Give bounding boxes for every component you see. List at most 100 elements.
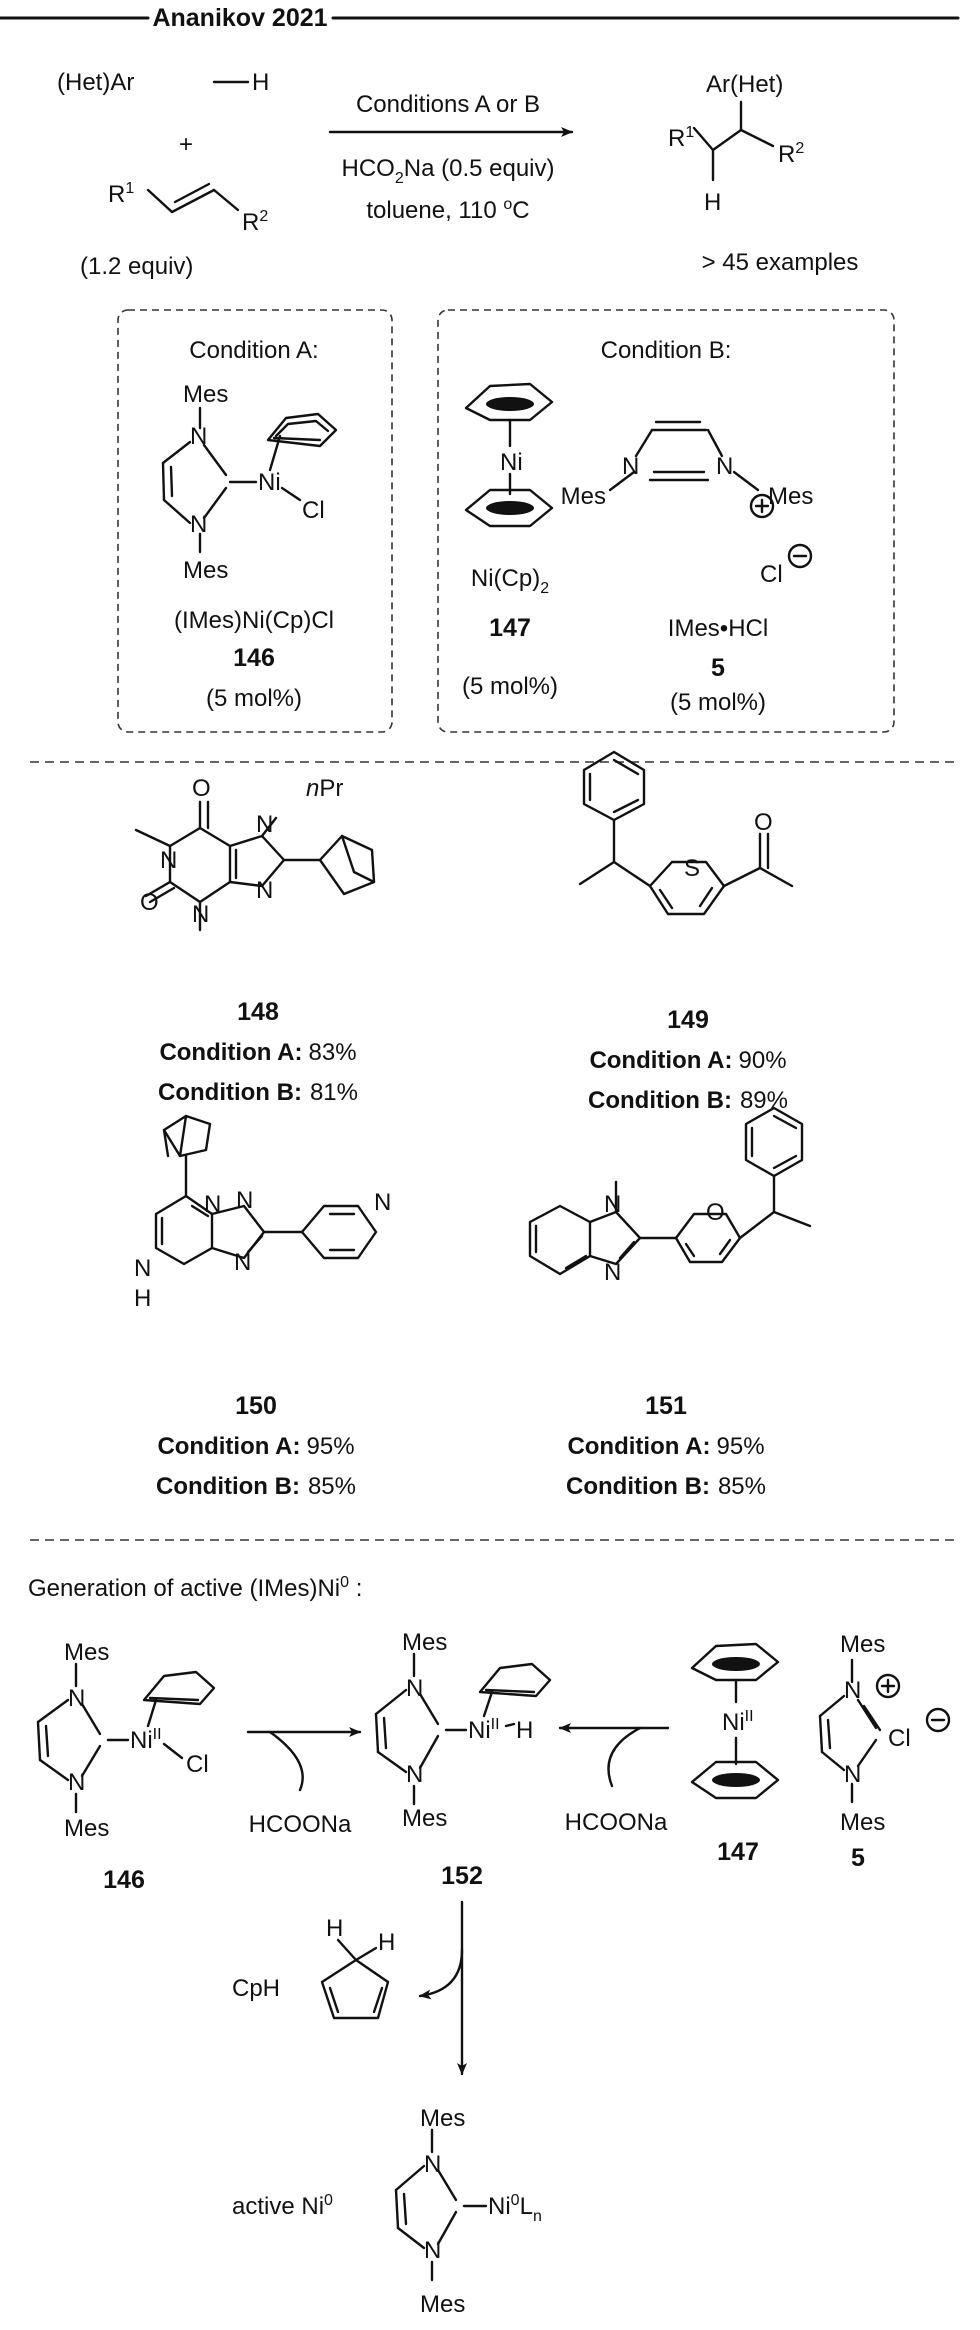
imes-ni-cp-cl-structure bbox=[161, 406, 338, 554]
p151-cond-a: Condition A:95% bbox=[567, 1433, 764, 1460]
mech-152-structure bbox=[374, 1652, 552, 1806]
product-148-structure bbox=[134, 800, 376, 932]
alkene-structure bbox=[146, 182, 240, 214]
nickelocene-structure bbox=[464, 382, 554, 528]
product-151-structure bbox=[528, 1106, 812, 1276]
cph-h-left: H bbox=[326, 1915, 343, 1942]
cph-structure bbox=[320, 1938, 390, 2020]
p151-o: O bbox=[706, 1199, 725, 1226]
p148-cond-b: Condition B:81% bbox=[158, 1079, 358, 1106]
mech-146-ni: NiII bbox=[130, 1726, 162, 1754]
cond-b-salt-name: IMes•HCl bbox=[668, 615, 768, 642]
mech-152-n-top: N bbox=[406, 1675, 423, 1702]
alkene-equiv: (1.2 equiv) bbox=[80, 253, 193, 280]
p148-npr: nPr bbox=[306, 775, 343, 802]
cond-a-ni: Ni bbox=[258, 469, 281, 496]
p149-s: S bbox=[684, 855, 700, 882]
cond-b-mes-right: Mes bbox=[768, 483, 813, 510]
mech-5-cl: Cl bbox=[888, 1725, 911, 1752]
active-ni0-mes-bottom: Mes bbox=[420, 2291, 465, 2318]
cond-a-n-top: N bbox=[190, 423, 207, 450]
p150-cond-a: Condition A:95% bbox=[157, 1433, 354, 1460]
mech-146-mes-bottom: Mes bbox=[64, 1815, 109, 1842]
cond-a-cl: Cl bbox=[302, 497, 325, 524]
mech-5-number: 5 bbox=[851, 1844, 865, 1872]
active-ni0-n-top: N bbox=[424, 2151, 441, 2178]
p150-number: 150 bbox=[235, 1392, 277, 1420]
condition-a-border bbox=[117, 309, 393, 733]
p151-number: 151 bbox=[645, 1392, 687, 1420]
mechanism-heading: Generation of active (IMes)Ni0 : bbox=[28, 1574, 362, 1602]
product-149-structure bbox=[578, 750, 794, 916]
mech-152-mes-top: Mes bbox=[402, 1629, 447, 1656]
mech-5-n-bottom: N bbox=[844, 1761, 861, 1788]
p148-n-9: N bbox=[256, 877, 273, 904]
cond-a-compound-number: 146 bbox=[233, 644, 275, 672]
product-148: O O N N N N nPr 148 Condition A:83% Cond… bbox=[134, 775, 376, 1106]
p150-n-pyridine: N bbox=[374, 1189, 391, 1216]
product-149: S O 149 Condition A:90% Condition B:89% bbox=[578, 750, 794, 1114]
examples-count: > 45 examples bbox=[702, 249, 859, 276]
mech-146-structure bbox=[36, 1662, 216, 1814]
mech-curve-left bbox=[268, 1730, 304, 1792]
p149-o: O bbox=[754, 809, 773, 836]
cond-b-ni-number: 147 bbox=[489, 614, 531, 642]
mech-curve-right bbox=[607, 1726, 642, 1788]
alkene-r2: R2 bbox=[242, 208, 268, 236]
mech-146-mes-top: Mes bbox=[64, 1639, 109, 1666]
mech-152-mes-bottom: Mes bbox=[402, 1805, 447, 1832]
mech-5-mes-top: Mes bbox=[840, 1631, 885, 1658]
mech-5-mes-bottom: Mes bbox=[840, 1809, 885, 1836]
p148-n-3: N bbox=[192, 901, 209, 928]
product-150-structure bbox=[154, 1114, 378, 1266]
arene-h-label: H bbox=[252, 69, 269, 96]
p148-o-left: O bbox=[140, 889, 159, 916]
p151-n-imine: N bbox=[604, 1259, 621, 1286]
product-ar-label: Ar(Het) bbox=[706, 71, 783, 98]
product-151: N N O 151 Condition A:95% Condition B:85… bbox=[528, 1106, 812, 1500]
product-150: N N N N N H 150 Condition A:95% Conditio… bbox=[134, 1114, 391, 1500]
mech-146-number: 146 bbox=[103, 1866, 145, 1894]
condition-a-box: Condition A: Mes N N Ni Cl Mes (IMes)Ni(… bbox=[117, 309, 393, 733]
p150-n-2: N bbox=[236, 1187, 253, 1214]
cond-b-ni-name: Ni(Cp)2 bbox=[471, 565, 549, 597]
p149-cond-a: Condition A:90% bbox=[589, 1047, 786, 1074]
mech-152-number: 152 bbox=[441, 1862, 483, 1890]
imes-hcl-structure bbox=[608, 420, 813, 569]
cond-a-mes-bottom: Mes bbox=[183, 557, 228, 584]
arene-label: (Het)Ar bbox=[57, 69, 134, 96]
p149-number: 149 bbox=[667, 1006, 709, 1034]
condition-b-heading: Condition B: bbox=[601, 337, 732, 364]
conditions-line-1: Conditions A or B bbox=[356, 91, 540, 118]
cond-a-loading: (5 mol%) bbox=[206, 685, 302, 712]
active-ni0-label: active Ni0 bbox=[232, 2192, 333, 2220]
active-ni0-structure bbox=[394, 2128, 488, 2282]
active-ni0-ni: Ni0Ln bbox=[488, 2192, 542, 2225]
mech-reagent-left: HCOONa bbox=[249, 1811, 352, 1838]
mech-146-cl: Cl bbox=[186, 1751, 209, 1778]
mech-5-structure bbox=[818, 1658, 951, 1804]
cond-b-cl: Cl bbox=[760, 561, 783, 588]
cond-b-n-left: N bbox=[622, 453, 639, 480]
p150-nh-h: H bbox=[134, 1285, 151, 1312]
condition-b-box: Condition B: Ni Ni(Cp)2 147 (5 mol%) bbox=[437, 309, 895, 733]
cond-b-salt-loading: (5 mol%) bbox=[670, 689, 766, 716]
cond-b-mes-left: Mes bbox=[561, 483, 606, 510]
p150-nh-n: N bbox=[134, 1255, 151, 1282]
p148-o-top: O bbox=[192, 775, 211, 802]
mech-152-n-bottom: N bbox=[406, 1761, 423, 1788]
p148-cond-a: Condition A:83% bbox=[159, 1039, 356, 1066]
conditions-line-3: toluene, 110 oC bbox=[366, 196, 529, 224]
p151-n-methyl: N bbox=[604, 1191, 621, 1218]
p150-n-bridge: N bbox=[204, 1191, 221, 1218]
p150-n-4: N bbox=[234, 1249, 251, 1276]
p148-number: 148 bbox=[237, 998, 279, 1026]
product-r1: R1 bbox=[668, 124, 694, 152]
p148-n-1: N bbox=[160, 847, 177, 874]
p148-n-7: N bbox=[256, 811, 273, 838]
mech-152-h: H bbox=[516, 1717, 533, 1744]
mech-147-structure bbox=[690, 1642, 780, 1800]
p149-cond-b: Condition B:89% bbox=[588, 1087, 788, 1114]
mech-147-ni: NiII bbox=[722, 1708, 754, 1736]
